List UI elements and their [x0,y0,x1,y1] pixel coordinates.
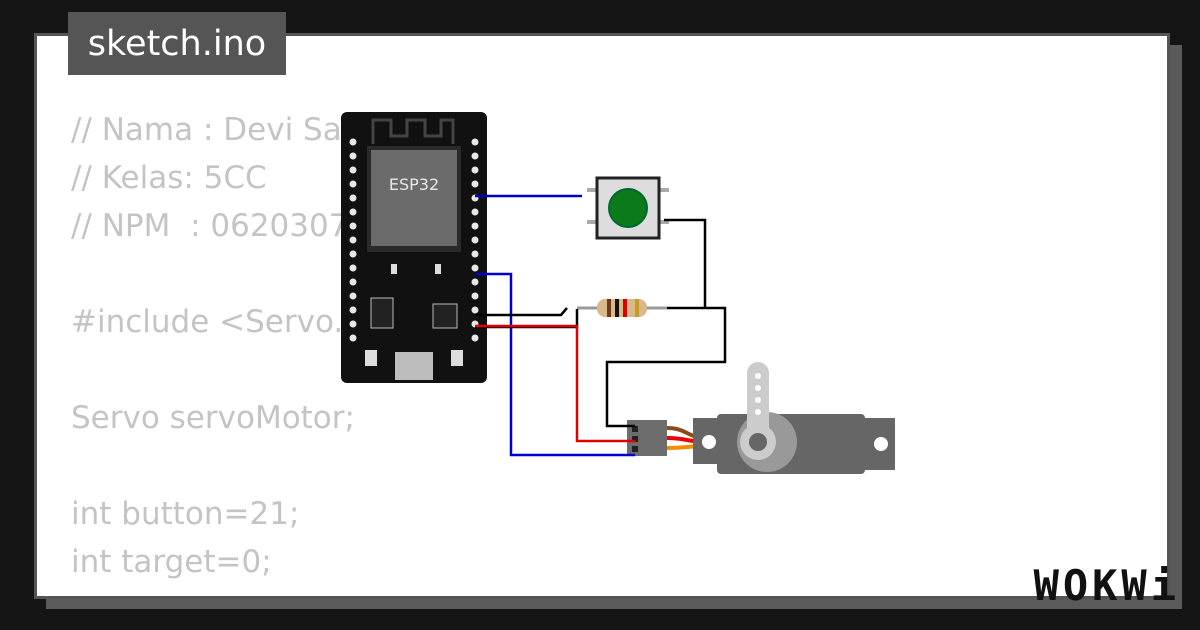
esp32-board[interactable]: ESP32 [341,112,487,383]
preview-card: // Nama : Devi Sari// Kelas: 5CC// NPM :… [34,33,1170,599]
code-line: // NPM : 0620307 [71,208,349,244]
push-button[interactable] [587,176,669,240]
code-line: int button=21; [71,496,300,532]
code-line: int target=0; [71,544,272,580]
servo-motor[interactable] [627,362,895,474]
code-preview: // Nama : Devi Sari// Kelas: 5CC// NPM :… [71,106,389,596]
code-line: // Kelas: 5CC [71,160,267,196]
code-line: int valservo=0; [71,586,389,596]
code-line: Servo servoMotor; [71,400,355,436]
wokwi-logo: WOKWi [1033,561,1180,610]
circuit-diagram: ESP32 [341,112,895,474]
wires [475,194,727,457]
esp32-label: ESP32 [389,175,439,194]
file-tab[interactable]: sketch.ino [68,12,286,75]
resistor[interactable] [577,299,667,317]
